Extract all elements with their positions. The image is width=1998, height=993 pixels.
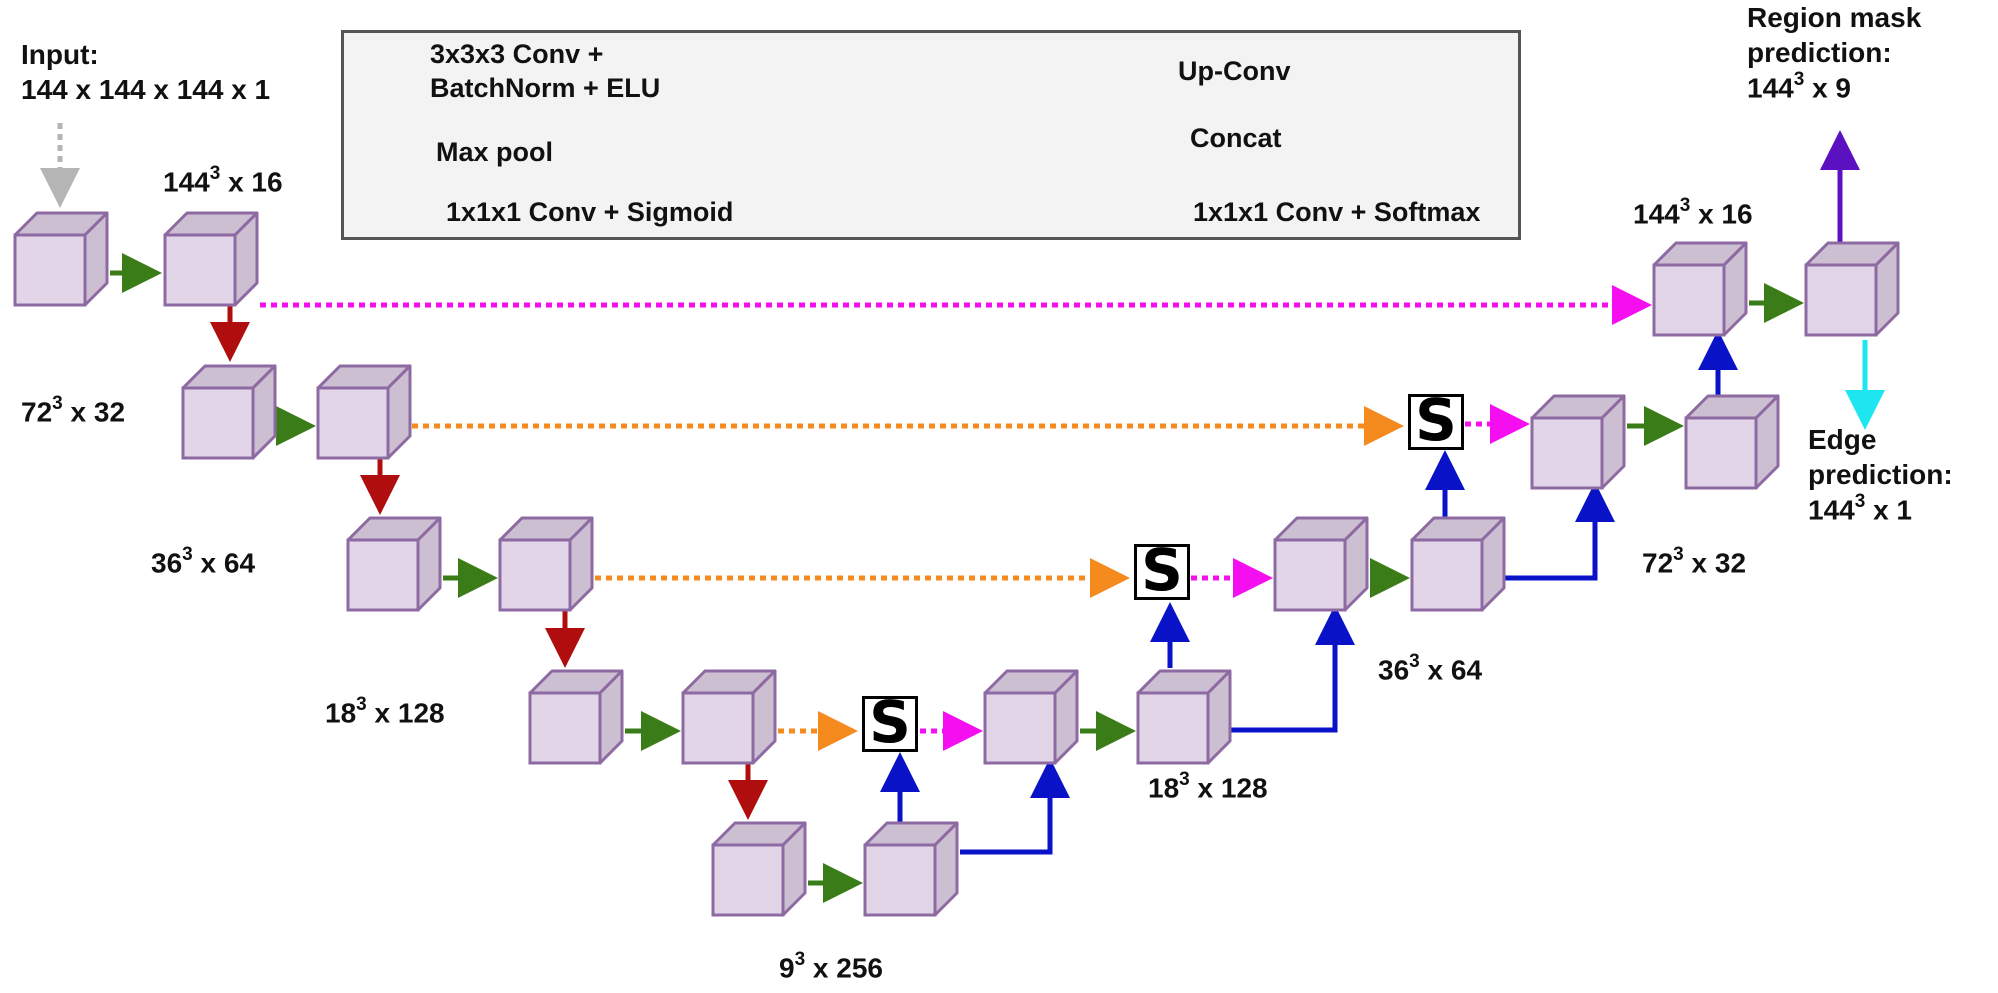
dim-label-enc-18: 183 x 128 — [325, 694, 445, 729]
legend-max-pool-label: Max pool — [436, 137, 554, 167]
block-dec2-a — [1530, 394, 1626, 490]
block-enc3-b — [498, 516, 594, 612]
legend-concat-label: Concat — [1190, 123, 1282, 153]
dim-label-enc-72: 723 x 32 — [21, 393, 126, 428]
dim-label-dec-72: 723 x 32 — [1642, 544, 1747, 579]
block-dec3-b — [1410, 516, 1506, 612]
input-label-shape: 144 x 144 x 144 x 1 — [21, 74, 271, 105]
block-enc2-b — [316, 364, 412, 460]
region-mask-title-line1: Region mask — [1747, 2, 1922, 33]
block-bottleneck-a — [711, 821, 807, 917]
legend — [341, 30, 1521, 240]
edge-title-line1: Edge — [1808, 424, 1877, 455]
dim-label-enc-36: 363 x 64 — [151, 544, 256, 579]
region-mask-shape: 1443 x 9 — [1747, 69, 1851, 104]
block-enc4-a — [528, 669, 624, 765]
attention-gate-level-3: S — [862, 693, 918, 752]
block-input — [13, 211, 109, 307]
input-label: Input: 144 x 144 x 144 x 1 — [21, 37, 270, 107]
block-dec1-a — [1652, 241, 1748, 337]
dim-label-dec-18: 183 x 128 — [1148, 769, 1268, 804]
block-enc2-a — [181, 364, 277, 460]
legend-conv-softmax-label: 1x1x1 Conv + Softmax — [1193, 197, 1481, 227]
dim-label-enc-144: 1443 x 16 — [163, 163, 283, 198]
block-dec1-b — [1804, 241, 1900, 337]
block-enc1-conv — [163, 211, 259, 307]
dim-label-dec-36: 363 x 64 — [1378, 651, 1483, 686]
edge-title-line2: prediction: — [1808, 459, 1953, 490]
region-mask-title-line2: prediction: — [1747, 37, 1892, 68]
dim-label-dec-144: 1443 x 16 — [1633, 195, 1753, 230]
upconv-arrow-1 — [960, 758, 1070, 855]
block-enc3-a — [346, 516, 442, 612]
region-mask-output-label: Region mask prediction: 1443 x 9 — [1747, 0, 1921, 105]
legend-conv-bn-elu-label: 3x3x3 Conv + BatchNorm + ELU — [430, 38, 660, 106]
input-label-title: Input: — [21, 39, 99, 70]
legend-conv-bn-elu-line2: BatchNorm + ELU — [430, 72, 661, 103]
attention-gate-level-1: S — [1408, 391, 1464, 450]
legend-up-conv-label: Up-Conv — [1178, 56, 1291, 86]
dim-label-bottleneck: 93 x 256 — [779, 949, 884, 984]
legend-conv-bn-elu-line1: 3x3x3 Conv + — [430, 39, 604, 69]
block-dec2-b — [1684, 394, 1780, 490]
block-bottleneck-b — [863, 821, 959, 917]
block-dec4-b — [1136, 669, 1232, 765]
legend-conv-sigmoid-label: 1x1x1 Conv + Sigmoid — [446, 197, 734, 227]
block-dec4-a — [983, 669, 1079, 765]
upconv-arrow-2 — [1230, 605, 1355, 733]
upconv-arrow-3 — [1505, 482, 1615, 581]
edge-output-label: Edge prediction: 1443 x 1 — [1808, 422, 1953, 527]
block-dec3-a — [1273, 516, 1369, 612]
attention-gate-level-2: S — [1134, 541, 1190, 600]
block-enc4-b — [681, 669, 777, 765]
edge-shape: 1443 x 1 — [1808, 491, 1912, 526]
